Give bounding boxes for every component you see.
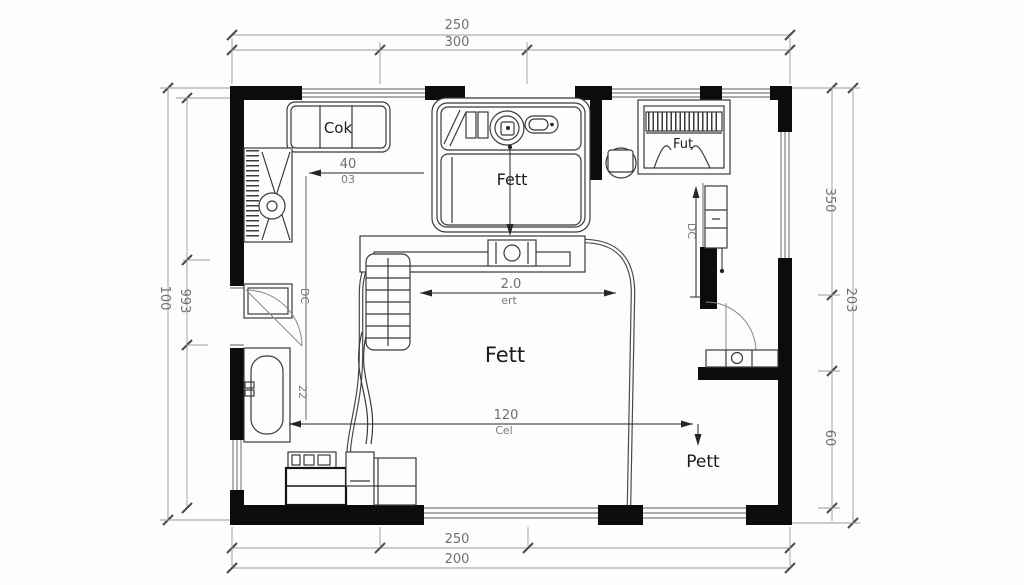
bed-pointer-arrow (506, 144, 514, 236)
vanity-counter (705, 349, 779, 368)
entry-label: Pett (686, 452, 720, 472)
left-shelf (243, 283, 293, 319)
faucet-icon (244, 381, 255, 389)
windows (232, 88, 790, 519)
dim-left-inner-value: 993 (177, 289, 192, 314)
kitchen-cabinets (284, 451, 417, 507)
exterior-walls (230, 86, 792, 525)
bathroom-door (705, 301, 757, 353)
tall-cabinet (704, 185, 728, 274)
duct-pipe (358, 331, 374, 445)
dim-right-segments: 350 60 (822, 82, 838, 521)
entry-door (230, 287, 303, 347)
dim-left-outer-value: 100 (157, 286, 172, 311)
knob-icon (503, 244, 521, 262)
bath-chain-value: DC (685, 223, 698, 239)
interior-walls (590, 86, 792, 380)
sofa-offset-value: 40 (340, 157, 357, 172)
hall-width-sub: Cel (495, 424, 513, 437)
dim-chain-line: DC 22 (296, 176, 311, 420)
hall-width-value: 120 (494, 408, 519, 423)
switch-icon (465, 111, 477, 139)
dim-bottom-inner-value: 250 (445, 532, 470, 547)
chain-lower-value: 22 (296, 385, 309, 399)
vanity-sink-icon (730, 351, 744, 365)
dim-island-width: 2.0 ert (420, 277, 616, 307)
dim-top-inner-value: 300 (445, 35, 470, 50)
radiator: Fut (637, 99, 731, 175)
chain-upper-value: DC (298, 288, 311, 304)
handle-icon (524, 115, 559, 134)
radiator-label: Fut (673, 137, 693, 152)
dim-bottom-outer: 200 (226, 527, 796, 574)
sofa-label: Cok (324, 119, 353, 137)
bed-label: Fett (497, 170, 528, 189)
dim-left-inner: 993 (160, 87, 232, 521)
bathtub (243, 347, 291, 443)
dim-left-outer: 100 (157, 82, 174, 526)
dim-top-outer: 250 (226, 18, 796, 41)
dim-right-overall-value: 203 (843, 288, 858, 313)
dim-bottom-outer-value: 200 (445, 552, 470, 567)
dim-bath-chain: DC (685, 186, 702, 298)
left-counter (243, 147, 293, 243)
sofa-offset-sub: 03 (341, 173, 355, 186)
sofa: Cok (286, 101, 391, 153)
toilet (605, 147, 637, 179)
bed-unit: Fett (431, 97, 591, 236)
dim-right-overall: 203 (792, 82, 860, 529)
stair-ladder (365, 253, 411, 351)
dim-top-outer-value: 250 (445, 18, 470, 33)
island-width-sub: ert (501, 294, 517, 307)
island-width-value: 2.0 (501, 277, 522, 292)
dim-top-inner: 300 (226, 35, 796, 84)
living-label: Fett (485, 343, 525, 367)
entry-pointer: Pett (686, 424, 720, 472)
dim-sofa-offset: 40 03 (309, 157, 424, 186)
sink-circle-icon (258, 192, 286, 220)
dim-right-bottom-value: 60 (822, 430, 837, 447)
dim-hall-width: 120 Cel (289, 408, 693, 437)
dim-right-top-value: 350 (822, 188, 837, 213)
dim-bottom-inner: 250 (226, 532, 796, 554)
